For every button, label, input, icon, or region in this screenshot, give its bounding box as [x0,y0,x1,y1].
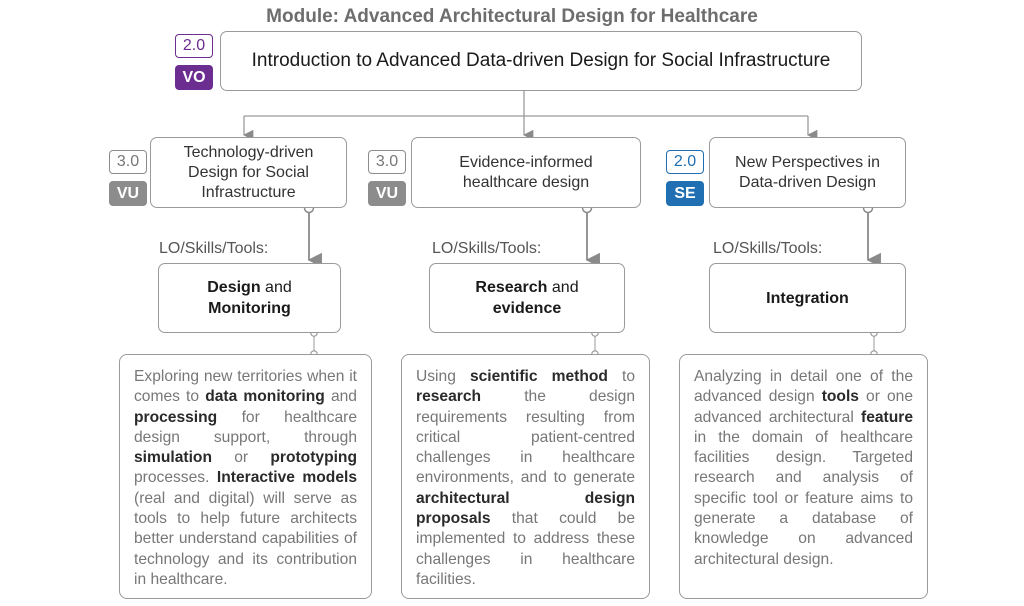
desc-text-run: Analyzing in detail one of the advanced … [694,368,913,406]
skill-1-bold-1: Design [207,279,261,296]
course-2-box: Evidence-informed healthcare design [411,137,641,208]
skill-2-box: Research and evidence [429,263,625,333]
intro-course-title: Introduction to Advanced Data-driven Des… [251,50,831,71]
desc-bold-run: simulation [134,449,212,467]
desc-1-text: Exploring new territories when it comes … [134,367,357,590]
desc-text-run: (real and digital) will serve as tools t… [134,489,357,588]
desc-1-box: Exploring new territories when it comes … [119,354,372,599]
course-3-credits: 2.0 [666,150,704,174]
lo-label-1: LO/Skills/Tools: [159,240,269,257]
skill-2-bold-1: Research [475,279,548,296]
lo-label-3: LO/Skills/Tools: [713,240,823,257]
intro-type-badge: VO [175,65,213,90]
desc-3-text: Analyzing in detail one of the advanced … [694,367,913,570]
lo-label-2: LO/Skills/Tools: [432,240,542,257]
desc-3-box: Analyzing in detail one of the advanced … [679,354,928,599]
course-2-type-badge: VU [368,181,406,206]
desc-text-run: that could be implemented to address the… [416,510,635,588]
desc-text-run: in the domain of healthcare facilities d… [694,428,913,568]
course-1-credits: 3.0 [109,150,147,174]
course-1-type-badge: VU [109,181,147,206]
desc-text-run: the design requirements resulting from c… [416,388,635,487]
desc-bold-run: processing [134,408,218,426]
skill-3-bold-1: Integration [766,289,849,307]
desc-text-run: or one advanced architectural [694,388,913,426]
skill-1-plain: and [260,279,292,296]
desc-text-run: processes. [134,469,217,487]
desc-bold-run: data monitoring [205,388,325,406]
desc-bold-run: Interactive models [216,469,357,487]
desc-text-run: Exploring new territories when it comes … [134,368,357,406]
intro-course-box: Introduction to Advanced Data-driven Des… [220,31,862,91]
desc-bold-run: prototyping [270,449,357,467]
desc-text-run: for healthcare design support, through [134,408,357,446]
skill-2-plain: and [547,279,579,296]
desc-2-text: Using scientific method to research the … [416,367,635,590]
desc-text-run: or [211,449,271,467]
skill-1-box: Design and Monitoring [158,263,341,333]
course-3-title-line-2: Data-driven Design [739,173,876,191]
course-3-title-line-1: New Perspectives in [735,153,880,171]
desc-bold-run: tools [821,388,859,406]
desc-2-box: Using scientific method to research the … [401,354,650,599]
desc-bold-run: research [416,388,482,406]
course-1-title-line-3: Infrastructure [201,183,296,201]
desc-text-run: Using [416,368,470,385]
desc-bold-run: architectural design proposals [416,489,635,528]
course-2-title-line-1: Evidence-informed [459,153,593,171]
skill-1-bold-2: Monitoring [208,300,291,317]
course-1-box: Technology-driven Design for Social Infr… [150,137,347,208]
desc-text-run: and [324,388,357,406]
module-title: Module: Advanced Architectural Design fo… [266,6,758,27]
desc-bold-run: feature [861,408,913,426]
course-1-title-line-1: Technology-driven [183,143,314,161]
intro-credits: 2.0 [175,34,213,58]
course-2-title-line-2: healthcare design [462,173,590,191]
desc-text-run: to [607,368,635,385]
course-1-title-line-2: Design for Social [188,163,309,181]
course-3-box: New Perspectives in Data-driven Design [709,137,906,208]
skill-3-box: Integration [709,263,906,333]
skill-2-bold-2: evidence [492,300,562,317]
course-3-type-badge: SE [666,181,704,206]
course-2-credits: 3.0 [368,150,406,174]
desc-bold-run: scientific method [469,368,608,385]
